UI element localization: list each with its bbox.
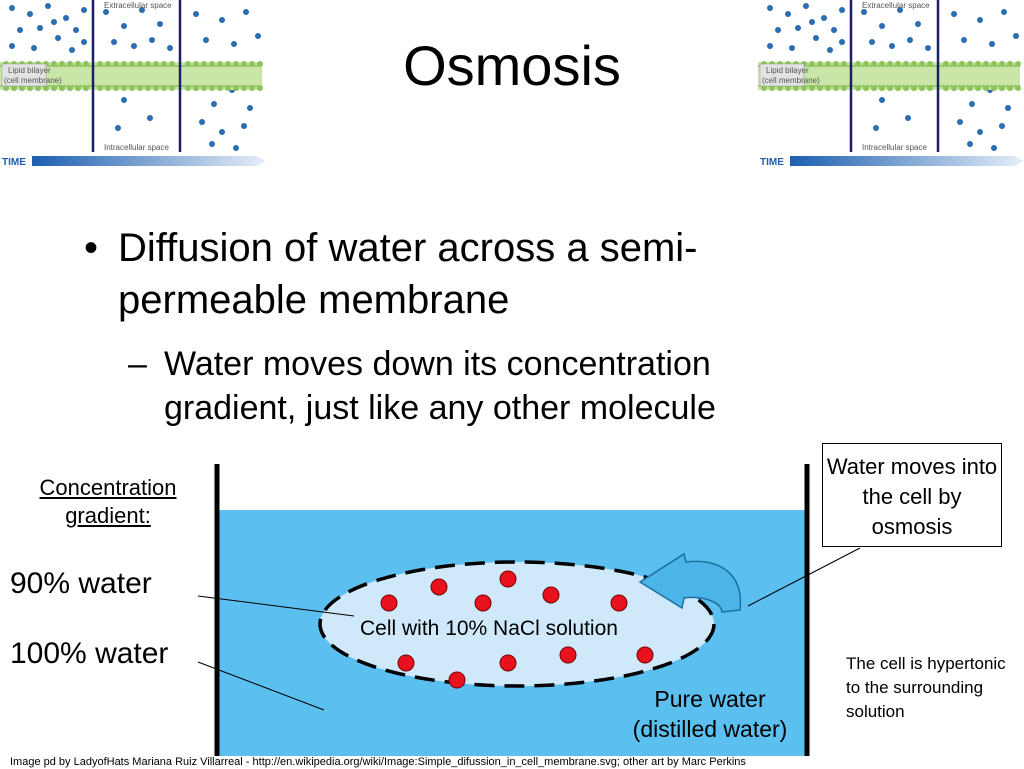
hypertonic-note: The cell is hypertonic to the surroundin… [846, 654, 1006, 721]
extracellular-label: Extracellular space [104, 1, 172, 10]
water-moves-callout: Water moves into the cell by osmosis [822, 443, 1002, 547]
label-100-water: 100% water [10, 637, 169, 670]
extracellular-label: Extracellular space [862, 1, 930, 10]
time-label: TIME [2, 157, 26, 168]
diffusion-thumbnail-left: Lipid bilayer (cell membrane) Extracellu… [0, 0, 266, 168]
time-arrow [32, 156, 266, 166]
lipid-label-line1: Lipid bilayer [8, 66, 51, 75]
pure-water-label: Pure water (distilled water) [620, 684, 800, 744]
pure-water-line1: Pure water [654, 686, 766, 712]
cell-label: Cell with 10% NaCl solution [360, 617, 618, 640]
pointer-line-90 [197, 595, 355, 617]
pure-water-line2: (distilled water) [632, 716, 788, 742]
lipid-label-line2: (cell membrane) [4, 76, 62, 85]
lipid-label-line1: Lipid bilayer [766, 66, 809, 75]
concentration-gradient-label: Concentration gradient: [39, 475, 177, 528]
pointer-line-100 [197, 661, 325, 711]
cell-membrane [318, 560, 716, 688]
pointer-line-callout [747, 547, 861, 607]
intracellular-label: Intracellular space [862, 143, 927, 152]
lipid-bilayer: Lipid bilayer (cell membrane) [758, 61, 1021, 91]
time-label: TIME [760, 157, 784, 168]
bullet-text: Diffusion of water across a semi-permeab… [118, 226, 698, 322]
slide-title: Osmosis [403, 34, 621, 97]
sub-bullet-text: Water moves down its concentration gradi… [164, 345, 716, 427]
extracellular-dots [9, 3, 261, 151]
lipid-label-line2: (cell membrane) [762, 76, 820, 85]
intracellular-label: Intracellular space [104, 143, 169, 152]
osmosis-arrow-icon [638, 552, 742, 613]
diffusion-thumbnail-right: Lipid bilayer (cell membrane) Extracellu… [758, 0, 1024, 168]
sub-bullet-marker: – [128, 345, 147, 383]
lipid-bilayer: Lipid bilayer (cell membrane) [0, 61, 263, 91]
bullet-marker: • [84, 226, 99, 270]
label-90-water: 90% water [10, 567, 152, 600]
osmosis-diagram [197, 464, 861, 756]
extracellular-dots [767, 3, 1019, 151]
image-credit: Image pd by LadyofHats Mariana Ruiz Vill… [10, 756, 746, 768]
solute-particles [380, 570, 654, 689]
time-arrow [790, 156, 1024, 166]
